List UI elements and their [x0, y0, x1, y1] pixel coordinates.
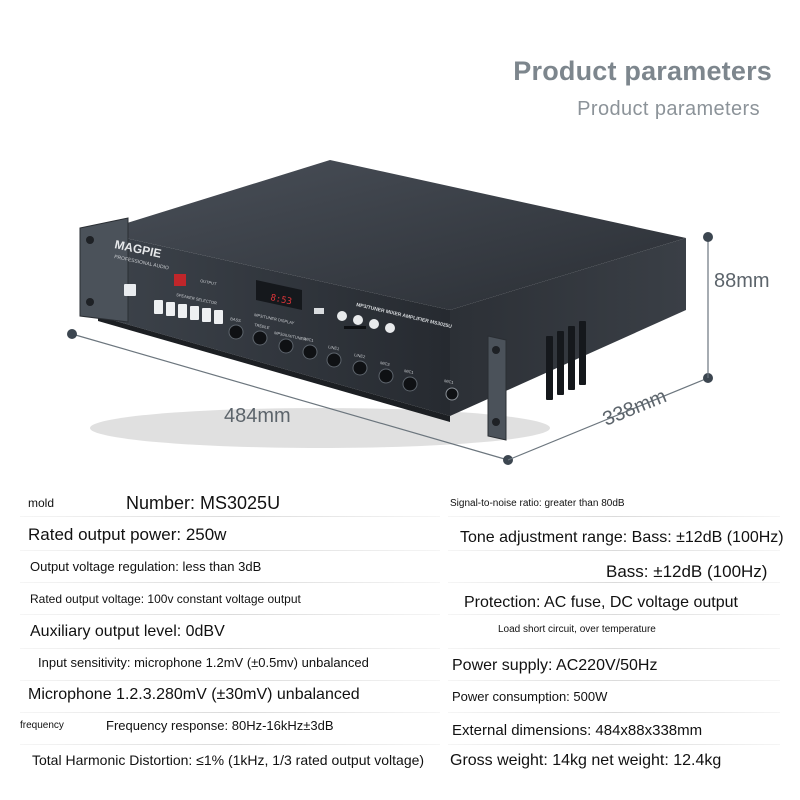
speaker-zone-button[interactable] — [214, 310, 223, 324]
playback-button[interactable] — [353, 315, 363, 325]
spec-voltage-regulation: Output voltage regulation: less than 3dB — [30, 560, 261, 573]
speaker-zone-button[interactable] — [154, 300, 163, 314]
spec-aux-level: Auxiliary output level: 0dBV — [30, 624, 225, 640]
spec-power-consumption: Power consumption: 500W — [452, 690, 607, 703]
dimension-depth: 338mm — [600, 385, 670, 430]
spec-protection-detail: Load short circuit, over temperature — [498, 625, 656, 635]
sd-slot[interactable] — [344, 326, 366, 329]
playback-button[interactable] — [369, 319, 379, 329]
spec-tone-range: Tone adjustment range: Bass: ±12dB (100H… — [460, 530, 784, 546]
playback-button[interactable] — [337, 311, 347, 321]
spec-snr: Signal-to-noise ratio: greater than 80dB — [450, 499, 625, 509]
line1-knob[interactable] — [327, 353, 341, 367]
speaker-zone-button[interactable] — [190, 306, 199, 320]
spec-frequency-label: frequency — [20, 721, 64, 731]
status-indicator — [174, 274, 186, 286]
mic3-knob[interactable] — [379, 369, 393, 383]
spec-weight: Gross weight: 14kg net weight: 12.4kg — [450, 753, 721, 769]
mp3-aux-tuner-knob[interactable] — [279, 339, 293, 353]
dimension-endpoint — [703, 232, 713, 242]
spec-microphone: Microphone 1.2.3.280mV (±30mV) unbalance… — [28, 687, 360, 703]
mic-jack[interactable] — [446, 388, 458, 400]
spec-frequency-response: Frequency response: 80Hz-16kHz±3dB — [106, 719, 334, 732]
page-title: Product parameters — [513, 56, 772, 87]
dimension-endpoint — [67, 329, 77, 339]
line2-knob[interactable] — [353, 361, 367, 375]
power-button[interactable] — [124, 284, 136, 296]
treble-knob[interactable] — [253, 331, 267, 345]
speaker-zone-button[interactable] — [178, 304, 187, 318]
spec-model-label: mold — [28, 497, 54, 509]
spec-external-dimensions: External dimensions: 484x88x338mm — [452, 723, 702, 738]
mic1-knob[interactable] — [303, 345, 317, 359]
spec-rated-power: Rated output power: 250w — [28, 526, 226, 543]
master-knob[interactable] — [403, 377, 417, 391]
product-illustration: MAGPIE PROFESSIONAL AUDIO SPEAKER SELECT… — [0, 140, 800, 480]
device-shadow — [90, 408, 550, 448]
spec-bass: Bass: ±12dB (100Hz) — [606, 563, 767, 580]
amplifier-svg: MAGPIE PROFESSIONAL AUDIO SPEAKER SELECT… — [0, 140, 800, 480]
dimension-height: 88mm — [714, 270, 770, 292]
dimension-width: 484mm — [224, 405, 291, 427]
bass-knob[interactable] — [229, 325, 243, 339]
speaker-zone-button[interactable] — [166, 302, 175, 316]
speaker-zone-button[interactable] — [202, 308, 211, 322]
spec-sheet: mold Number: MS3025U Rated output power:… — [0, 482, 800, 800]
spec-protection: Protection: AC fuse, DC voltage output — [464, 595, 738, 611]
rack-ear-left — [80, 218, 128, 322]
page-subtitle: Product parameters — [577, 98, 760, 121]
spec-rated-voltage: Rated output voltage: 100v constant volt… — [30, 593, 301, 605]
spec-power-supply: Power supply: AC220V/50Hz — [452, 658, 657, 674]
spec-input-sensitivity: Input sensitivity: microphone 1.2mV (±0.… — [38, 656, 369, 669]
spec-model-value: Number: MS3025U — [126, 494, 280, 512]
usb-port[interactable] — [314, 308, 324, 314]
playback-button[interactable] — [385, 323, 395, 333]
spec-thd: Total Harmonic Distortion: ≤1% (1kHz, 1/… — [32, 753, 424, 767]
